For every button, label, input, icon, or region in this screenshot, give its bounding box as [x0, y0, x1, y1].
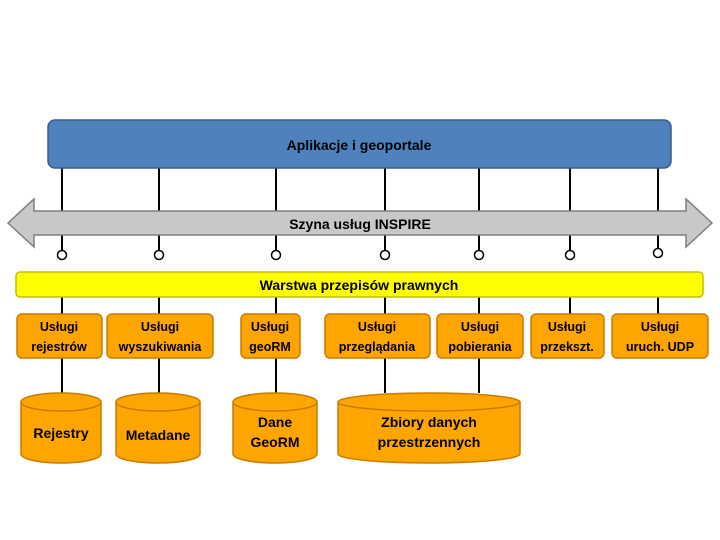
service-label-przekszt-l1: Usługi — [548, 320, 586, 334]
service-label-udp-l2: uruch. UDP — [626, 340, 694, 354]
datastore-zbiory-label-l1: Zbiory danych — [381, 414, 477, 430]
connector-lines — [61, 168, 659, 250]
service-boxes — [16, 313, 709, 359]
legal-layer-bar — [15, 271, 704, 298]
service-label-przekszt-l2: przekszt. — [540, 340, 594, 354]
service-label-przegladania-l1: Usługi — [358, 320, 396, 334]
datastore-metadane — [115, 392, 201, 464]
service-label-wyszukiwania-l1: Usługi — [141, 320, 179, 334]
service-box-rejestrow — [16, 313, 103, 359]
service-label-wyszukiwania-l2: wyszukiwania — [118, 340, 203, 354]
datastore-rejestry — [20, 392, 102, 464]
service-label-georm-l2: geoRM — [249, 340, 291, 354]
inspire-bus-label: Szyna usług INSPIRE — [289, 216, 431, 232]
datastore-zbiory — [337, 392, 521, 464]
service-box-georm — [240, 313, 301, 359]
service-label-udp-l1: Usługi — [641, 320, 679, 334]
apps-bar — [47, 119, 672, 169]
service-box-przegladania — [324, 313, 431, 359]
legal-layer-label: Warstwa przepisów prawnych — [260, 277, 459, 293]
service-box-przekszt — [530, 313, 605, 359]
service-label-rejestrow-l2: rejestrów — [31, 340, 87, 354]
datastore-zbiory-label-l2: przestrzennych — [378, 434, 481, 450]
service-box-pobierania — [436, 313, 524, 359]
service-to-store-lines — [61, 297, 659, 393]
service-label-pobierania-l1: Usługi — [461, 320, 499, 334]
service-label-przegladania-l2: przeglądania — [339, 340, 416, 354]
datastore-georm-label-l1: Dane — [258, 414, 292, 430]
service-label-georm-l1: Usługi — [251, 320, 289, 334]
service-box-wyszukiwania — [106, 313, 214, 359]
service-box-uruch-udp — [611, 313, 709, 359]
datastore-metadane-label: Metadane — [126, 427, 191, 443]
datastore-georm — [232, 392, 318, 464]
apps-bar-label: Aplikacje i geoportale — [287, 137, 432, 153]
datastore-rejestry-label: Rejestry — [33, 425, 88, 441]
service-label-pobierania-l2: pobierania — [448, 340, 512, 354]
service-labels: Usługi rejestrów Usługi wyszukiwania Usł… — [31, 320, 694, 354]
inspire-bus-arrow — [6, 197, 714, 249]
connector-circles — [56, 247, 664, 261]
service-label-rejestrow-l1: Usługi — [40, 320, 78, 334]
datastore-georm-label-l2: GeoRM — [251, 434, 300, 450]
